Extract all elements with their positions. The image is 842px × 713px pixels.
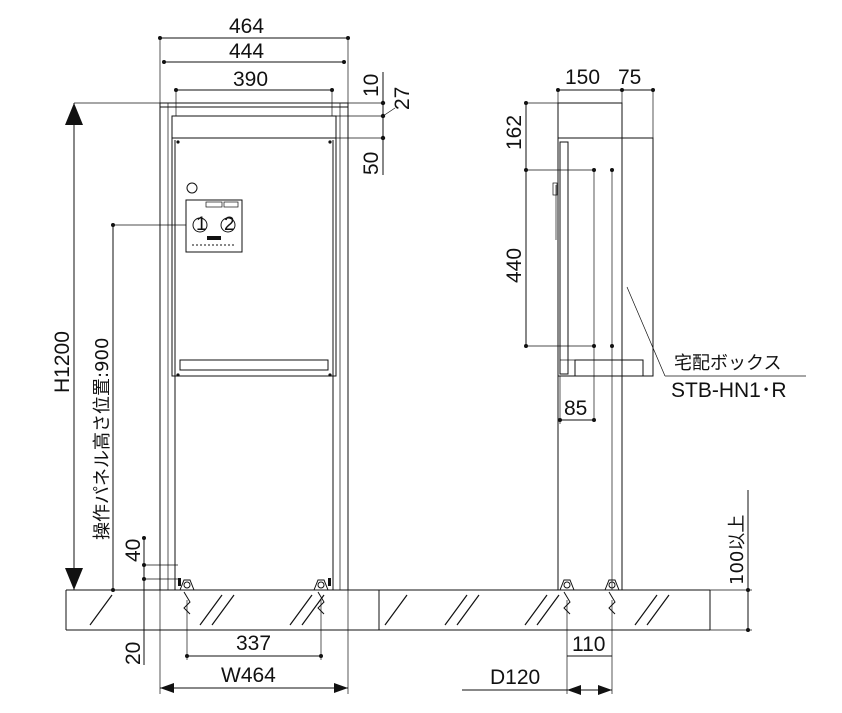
- dim-150: 150: [565, 66, 600, 89]
- dim-27: 27: [391, 87, 414, 110]
- ground-slab: [65, 589, 711, 631]
- dim-100-or-more: 100以上: [727, 515, 748, 585]
- side-box-body: [557, 137, 654, 377]
- front-view: 1 2: [159, 102, 349, 615]
- dim-w464: W464: [221, 664, 276, 687]
- dim-d120: D120: [490, 666, 540, 689]
- button-1-label: 1: [196, 214, 207, 235]
- side-dimensions: 150 75 162 440 85 100以上 110: [462, 66, 752, 695]
- front-parcel-slot: [179, 359, 329, 371]
- front-dimensions: 464 444 390 10 27 50 H1200 操作パネル高さ: [51, 15, 414, 694]
- dim-panel-height-900: 操作パネル高さ位置:900: [92, 338, 113, 540]
- dim-464-top: 464: [229, 15, 264, 38]
- dim-440: 440: [503, 248, 526, 283]
- dim-10: 10: [360, 74, 383, 97]
- dim-75: 75: [618, 66, 641, 89]
- button-2-icon: [220, 217, 236, 233]
- side-anchors: [559, 579, 620, 615]
- dim-h1200: H1200: [51, 331, 74, 393]
- product-callout: 宅配ボックス STB-HN1･R: [671, 353, 787, 402]
- button-1-icon: [192, 217, 208, 233]
- dim-337: 337: [236, 632, 271, 655]
- dim-50: 50: [360, 152, 383, 175]
- front-outer-frame: [159, 102, 349, 591]
- dim-444: 444: [229, 40, 264, 63]
- ground-hatching: [89, 594, 670, 626]
- front-anchors: [178, 578, 331, 615]
- button-2-label: 2: [224, 214, 235, 235]
- operation-panel: 1 2: [185, 182, 243, 253]
- front-box-cabinet: [171, 115, 337, 377]
- dim-20: 20: [122, 642, 145, 665]
- dim-40: 40: [122, 539, 145, 562]
- dim-390: 390: [233, 68, 268, 91]
- callout-product-name: 宅配ボックス: [674, 353, 781, 374]
- key-cylinder-icon: [186, 182, 198, 194]
- control-panel-plate: [185, 199, 243, 253]
- dim-85: 85: [564, 397, 587, 420]
- callout-model-number: STB-HN1･R: [671, 379, 787, 402]
- dim-162: 162: [503, 115, 526, 150]
- front-inner-frame: [167, 102, 341, 591]
- dim-110: 110: [572, 633, 605, 656]
